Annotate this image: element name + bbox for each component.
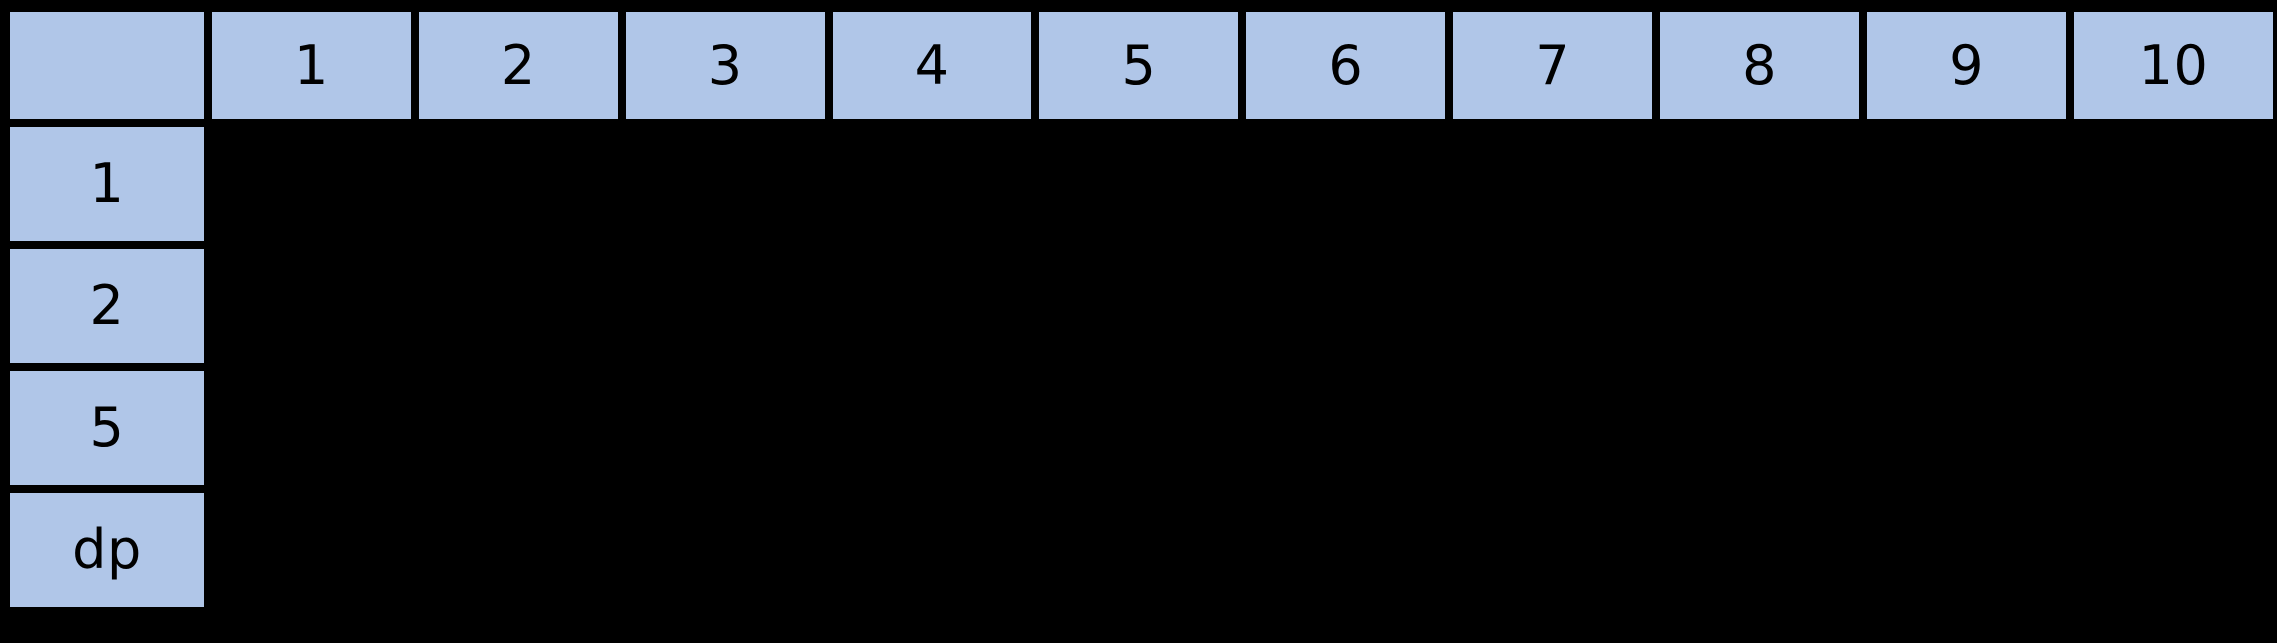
cell-r1-c5[interactable] <box>1035 123 1243 245</box>
cell-r3-c4[interactable] <box>828 367 1036 489</box>
dp-table: 1 2 3 4 5 6 7 8 9 10 1 <box>6 8 2277 611</box>
cell-r4-c4[interactable] <box>828 489 1036 611</box>
cell-r4-c9[interactable] <box>1863 489 2070 611</box>
table-row: 5 <box>6 367 2277 489</box>
cell-r4-c7[interactable] <box>1449 489 1657 611</box>
cell-r3-c6[interactable] <box>1242 367 1450 489</box>
column-header-4[interactable]: 4 <box>828 8 1036 123</box>
row-label-1[interactable]: 1 <box>6 123 208 245</box>
column-header-5[interactable]: 5 <box>1035 8 1243 123</box>
cell-r1-c1[interactable] <box>207 123 415 245</box>
cell-r2-c6[interactable] <box>1242 245 1450 367</box>
column-header-3[interactable]: 3 <box>621 8 829 123</box>
cell-r4-c5[interactable] <box>1035 489 1243 611</box>
cell-r1-c6[interactable] <box>1242 123 1450 245</box>
cell-r1-c7[interactable] <box>1449 123 1657 245</box>
cell-r2-c1[interactable] <box>207 245 415 367</box>
cell-r2-c10[interactable] <box>2069 245 2277 367</box>
cell-r1-c2[interactable] <box>414 123 622 245</box>
cell-r2-c9[interactable] <box>1863 245 2070 367</box>
cell-r4-c8[interactable] <box>1656 489 1864 611</box>
table-header-row: 1 2 3 4 5 6 7 8 9 10 <box>6 8 2277 123</box>
table-row: 1 <box>6 123 2277 245</box>
column-header-7[interactable]: 7 <box>1449 8 1657 123</box>
cell-r2-c5[interactable] <box>1035 245 1243 367</box>
cell-r2-c8[interactable] <box>1656 245 1864 367</box>
column-header-8[interactable]: 8 <box>1656 8 1864 123</box>
cell-r3-c5[interactable] <box>1035 367 1243 489</box>
column-header-9[interactable]: 9 <box>1863 8 2070 123</box>
cell-r3-c9[interactable] <box>1863 367 2070 489</box>
cell-r4-c10[interactable] <box>2069 489 2277 611</box>
cell-r1-c8[interactable] <box>1656 123 1864 245</box>
cell-r2-c4[interactable] <box>828 245 1036 367</box>
cell-r1-c10[interactable] <box>2069 123 2277 245</box>
cell-r4-c3[interactable] <box>621 489 829 611</box>
column-header-6[interactable]: 6 <box>1242 8 1450 123</box>
cell-r3-c2[interactable] <box>414 367 622 489</box>
cell-r3-c7[interactable] <box>1449 367 1657 489</box>
row-label-2[interactable]: 2 <box>6 245 208 367</box>
corner-cell <box>6 8 208 123</box>
cell-r3-c10[interactable] <box>2069 367 2277 489</box>
cell-r2-c7[interactable] <box>1449 245 1657 367</box>
cell-r4-c2[interactable] <box>414 489 622 611</box>
table-row: dp <box>6 489 2277 611</box>
cell-r3-c8[interactable] <box>1656 367 1864 489</box>
cell-r3-c1[interactable] <box>207 367 415 489</box>
row-label-dp[interactable]: dp <box>6 489 208 611</box>
cell-r3-c3[interactable] <box>621 367 829 489</box>
cell-r1-c3[interactable] <box>621 123 829 245</box>
column-header-2[interactable]: 2 <box>414 8 622 123</box>
column-header-10[interactable]: 10 <box>2069 8 2277 123</box>
cell-r4-c6[interactable] <box>1242 489 1450 611</box>
cell-r2-c3[interactable] <box>621 245 829 367</box>
cell-r1-c9[interactable] <box>1863 123 2070 245</box>
column-header-1[interactable]: 1 <box>207 8 415 123</box>
cell-r1-c4[interactable] <box>828 123 1036 245</box>
cell-r4-c1[interactable] <box>207 489 415 611</box>
table-row: 2 <box>6 245 2277 367</box>
row-label-5[interactable]: 5 <box>6 367 208 489</box>
cell-r2-c2[interactable] <box>414 245 622 367</box>
